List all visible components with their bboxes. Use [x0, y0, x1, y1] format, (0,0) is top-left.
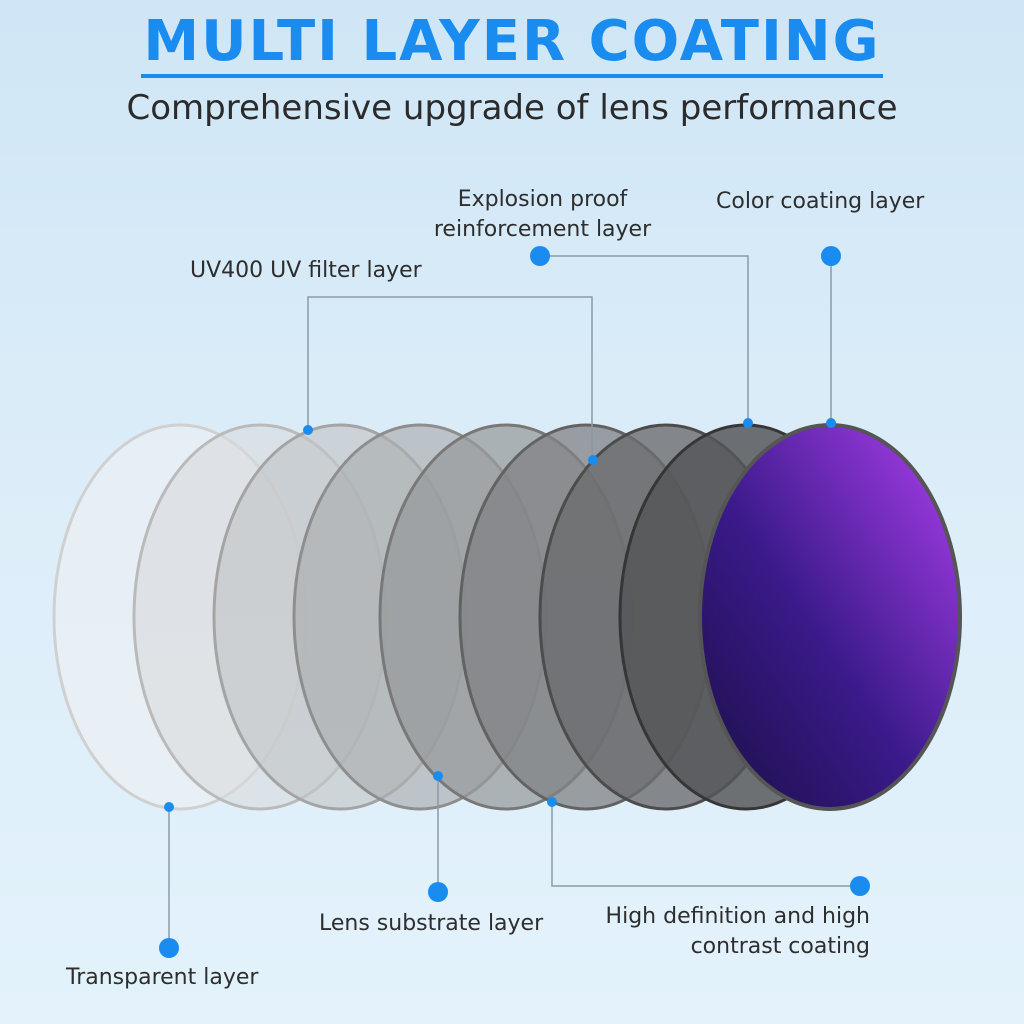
label-hd-line2: contrast coating [690, 934, 870, 959]
connector-uv400 [307, 296, 593, 460]
label-explosion: Explosion proof reinforcement layer [420, 185, 665, 245]
label-color-coating: Color coating layer [716, 189, 925, 214]
page-subtitle: Comprehensive upgrade of lens performanc… [126, 88, 898, 128]
label-transparent: Transparent layer [66, 965, 259, 990]
label-hd: High definition and high contrast coatin… [560, 902, 870, 962]
label-substrate: Lens substrate layer [319, 911, 544, 936]
label-explosion-line2: reinforcement layer [433, 217, 652, 242]
dot-color-small [826, 418, 836, 428]
connector-hd [551, 802, 860, 887]
dot-uv400-b [588, 455, 598, 465]
dot-transparent-small [164, 802, 174, 812]
label-explosion-line1: Explosion proof [457, 187, 628, 212]
dot-hd-small [547, 797, 557, 807]
dot-explosion-big [530, 246, 550, 266]
lens-color-coating [698, 423, 962, 811]
dot-transparent-big [159, 938, 179, 958]
label-hd-line1: High definition and high [605, 904, 870, 929]
dot-substrate-big [428, 882, 448, 902]
connector-explosion [540, 255, 749, 423]
title-wrap: MULTI LAYER COATING [0, 10, 1024, 78]
dot-hd-big [850, 876, 870, 896]
dot-substrate-small [433, 771, 443, 781]
page-title: MULTI LAYER COATING [141, 10, 883, 78]
dot-color-big [821, 246, 841, 266]
label-uv400: UV400 UV filter layer [190, 258, 422, 283]
dot-uv400-a [303, 425, 313, 435]
dot-explosion-small [743, 418, 753, 428]
